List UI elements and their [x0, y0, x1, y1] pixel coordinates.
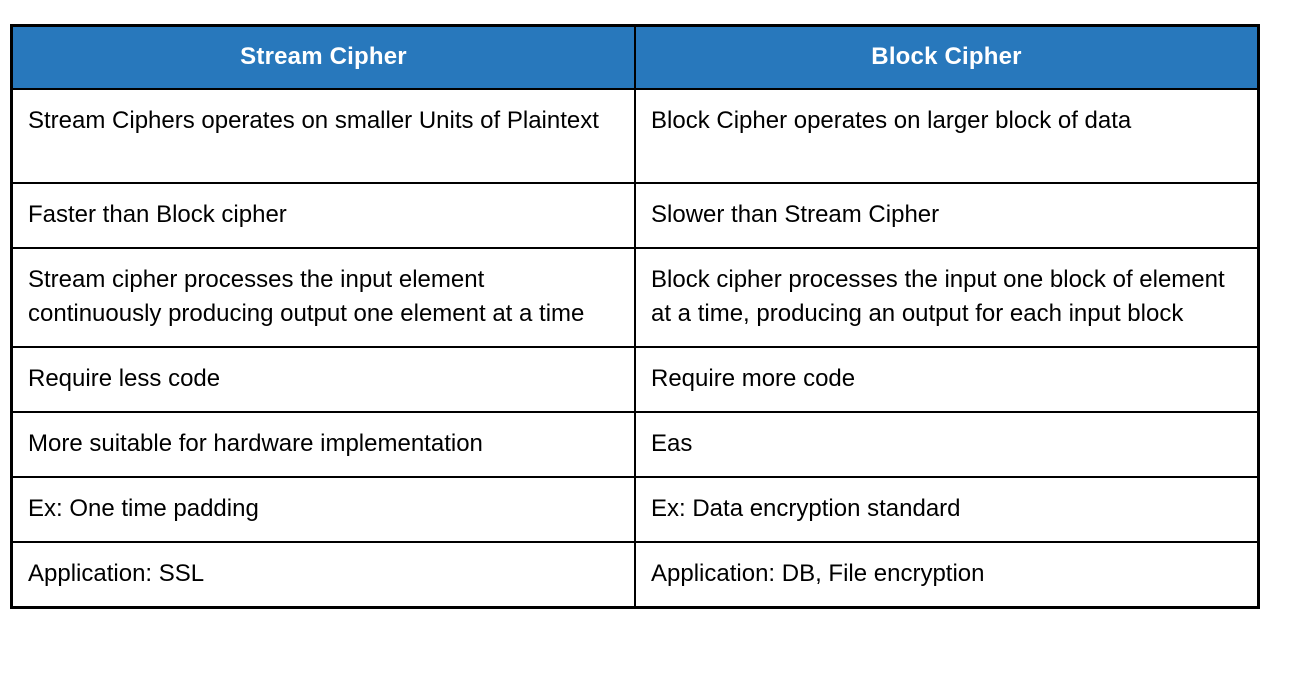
table-row: Faster than Block cipher Slower than Str… [10, 182, 1260, 249]
header-cell-stream-cipher: Stream Cipher [10, 24, 636, 90]
table-row: Stream cipher processes the input elemen… [10, 247, 1260, 348]
table-row: More suitable for hardware implementatio… [10, 411, 1260, 478]
cell-block: Application: DB, File encryption [634, 541, 1260, 609]
cell-stream: Application: SSL [10, 541, 636, 609]
cell-stream: More suitable for hardware implementatio… [10, 411, 636, 478]
table-row: Require less code Require more code [10, 346, 1260, 413]
table-row: Stream Ciphers operates on smaller Units… [10, 88, 1260, 184]
cell-block: Eas [634, 411, 1260, 478]
cell-block: Require more code [634, 346, 1260, 413]
cell-stream: Stream cipher processes the input elemen… [10, 247, 636, 348]
cell-stream: Ex: One time padding [10, 476, 636, 543]
table-row: Ex: One time padding Ex: Data encryption… [10, 476, 1260, 543]
comparison-table: Stream Cipher Block Cipher Stream Cipher… [10, 24, 1260, 609]
cell-block: Ex: Data encryption standard [634, 476, 1260, 543]
cell-block: Block cipher processes the input one blo… [634, 247, 1260, 348]
header-cell-block-cipher: Block Cipher [634, 24, 1260, 90]
cell-stream: Require less code [10, 346, 636, 413]
cell-block: Slower than Stream Cipher [634, 182, 1260, 249]
cell-block: Block Cipher operates on larger block of… [634, 88, 1260, 184]
table-row: Application: SSL Application: DB, File e… [10, 541, 1260, 609]
header-row: Stream Cipher Block Cipher [10, 24, 1260, 90]
cell-stream: Faster than Block cipher [10, 182, 636, 249]
cell-stream: Stream Ciphers operates on smaller Units… [10, 88, 636, 184]
